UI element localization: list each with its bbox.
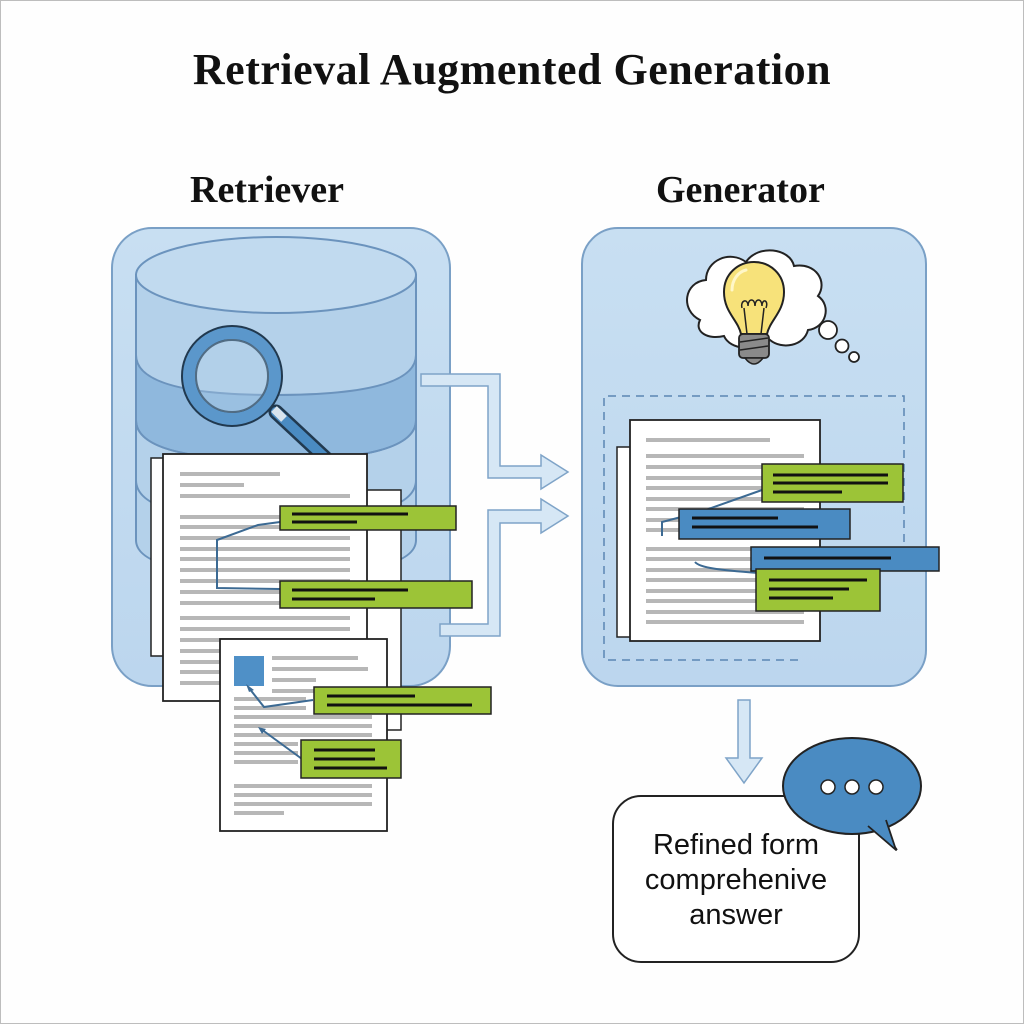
text-line — [180, 590, 350, 594]
text-line — [234, 742, 298, 746]
text-line — [180, 557, 350, 561]
text-line — [180, 627, 350, 631]
text-line — [646, 620, 804, 624]
text-line — [234, 697, 306, 701]
blue-snippet-icon — [750, 546, 940, 572]
text-line — [234, 724, 372, 728]
text-line — [180, 568, 350, 572]
text-line — [646, 454, 804, 458]
text-line — [646, 476, 804, 480]
highlighted-snippet-icon — [755, 568, 881, 612]
text-line — [180, 601, 350, 605]
highlighted-snippet-icon — [279, 505, 457, 531]
text-line — [272, 656, 358, 660]
retriever-label: Retriever — [190, 169, 344, 211]
text-line — [180, 494, 350, 498]
text-line — [646, 497, 804, 501]
retriever-document-front — [219, 638, 388, 832]
answer-box — [612, 795, 860, 963]
text-line — [646, 589, 804, 593]
text-line — [646, 547, 804, 551]
highlighted-snippet-icon — [300, 739, 402, 779]
text-line — [234, 760, 298, 764]
answer-line: answer — [689, 899, 783, 931]
speech-bubble-icon — [782, 737, 922, 851]
retriever-connectors — [216, 521, 281, 590]
retrieval-to-generator-arrow — [439, 497, 570, 637]
text-line — [646, 599, 804, 603]
text-line — [234, 811, 284, 815]
retrieval-to-generator-arrow — [420, 373, 570, 491]
text-line — [180, 483, 244, 487]
highlighted-snippet-icon — [761, 463, 904, 503]
text-line — [646, 578, 804, 582]
highlighted-snippet-icon — [313, 686, 492, 715]
text-line — [646, 465, 804, 469]
text-line — [646, 610, 804, 614]
answer-line: comprehenive — [644, 864, 828, 896]
text-line — [234, 715, 372, 719]
text-line — [180, 536, 350, 540]
text-line — [272, 667, 368, 671]
answer-line: Refined form — [652, 829, 819, 861]
text-line — [180, 525, 350, 529]
generator-to-answer-arrow — [724, 699, 764, 785]
text-line — [180, 579, 350, 583]
text-line — [180, 515, 350, 519]
answer-text: Refined form comprehenive answer — [614, 828, 858, 933]
text-line — [234, 793, 372, 797]
text-line — [646, 438, 770, 442]
text-line — [234, 706, 306, 710]
generator-label: Generator — [656, 169, 825, 211]
text-line — [234, 802, 372, 806]
text-line — [646, 486, 804, 490]
highlighted-snippet-icon — [279, 580, 473, 609]
diagram-title: Retrieval Augmented Generation — [192, 45, 832, 94]
blue-snippet-icon — [678, 508, 851, 540]
text-line — [180, 547, 350, 551]
context-window-box — [603, 395, 905, 661]
text-line — [272, 678, 316, 682]
text-line — [180, 616, 350, 620]
text-line — [234, 733, 372, 737]
text-line — [234, 784, 372, 788]
lightbulb-icon — [722, 260, 786, 365]
text-line — [646, 557, 804, 561]
text-line — [234, 751, 298, 755]
text-line — [180, 472, 280, 476]
